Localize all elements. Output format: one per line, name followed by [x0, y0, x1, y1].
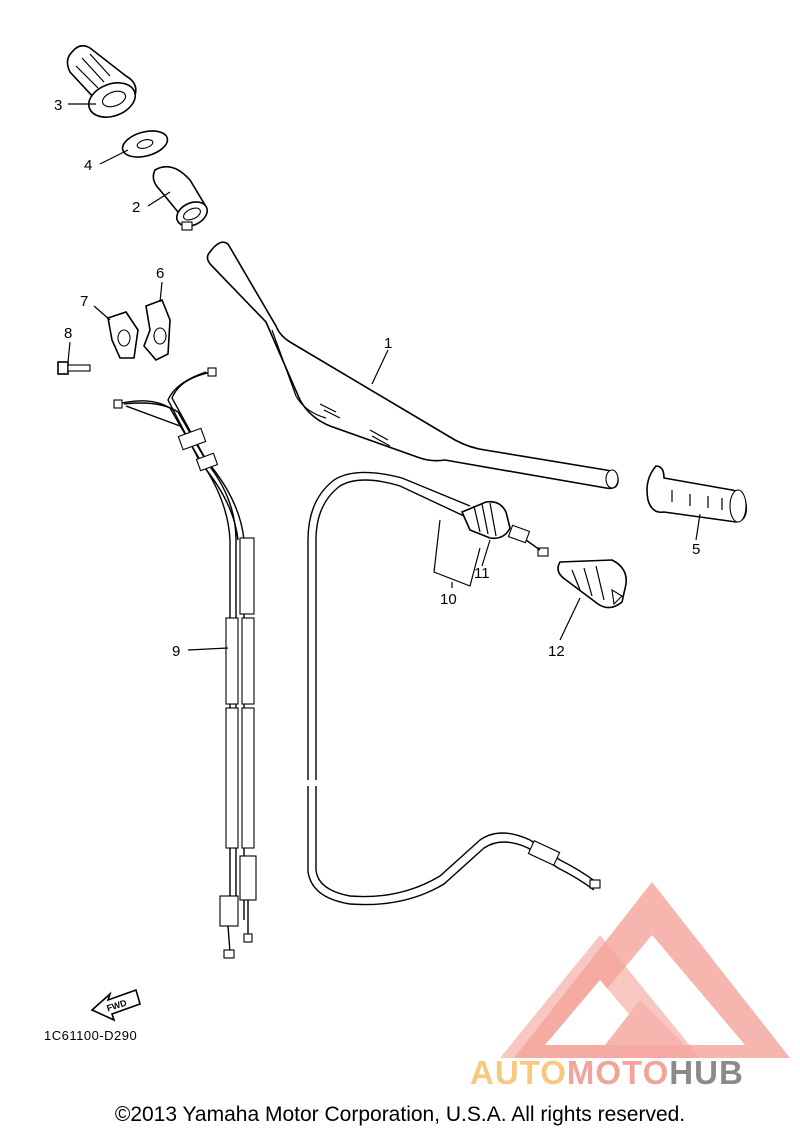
- callout-8: 8: [64, 325, 72, 342]
- copyright-notice: ©2013 Yamaha Motor Corporation, U.S.A. A…: [114, 1103, 686, 1126]
- callout-1: 1: [384, 335, 392, 352]
- brand-part-hub: HUB: [669, 1054, 744, 1091]
- callout-3: 3: [54, 97, 62, 114]
- callout-7: 7: [80, 293, 88, 310]
- handlebar-holder-upper-part[interactable]: [143, 298, 171, 361]
- lever-boot-part[interactable]: [557, 559, 628, 609]
- watermark-brand: AUTOMOTOHUB: [470, 1054, 744, 1092]
- callout-6: 6: [156, 265, 164, 282]
- left-grip-part[interactable]: [66, 44, 140, 123]
- brand-part-moto: MOTO: [566, 1054, 670, 1091]
- handlebar-holder-lower-part[interactable]: [107, 311, 139, 359]
- callout-11: 11: [474, 565, 490, 582]
- leader-lines: [67, 103, 701, 651]
- throttle-cable-part[interactable]: [113, 367, 257, 959]
- callout-4: 4: [84, 157, 92, 174]
- cable-adjuster-part[interactable]: [460, 500, 549, 557]
- fwd-arrow-icon: FWD: [90, 988, 141, 1022]
- callout-5: 5: [692, 541, 700, 558]
- washer-part[interactable]: [120, 126, 171, 161]
- throttle-grip-part[interactable]: [152, 165, 211, 231]
- callout-10: 10: [440, 591, 457, 608]
- callout-9: 9: [172, 643, 180, 660]
- diagram-code: 1C61100-D290: [44, 1028, 138, 1043]
- brand-part-auto: AUTO: [470, 1054, 567, 1091]
- right-grip-part[interactable]: [646, 465, 748, 523]
- callout-2: 2: [132, 199, 140, 216]
- watermark-logo-icon: [500, 882, 790, 1058]
- bolt-part[interactable]: [57, 361, 91, 375]
- clutch-cable-part[interactable]: [307, 471, 601, 906]
- handlebar-part[interactable]: [206, 241, 619, 490]
- callout-12: 12: [548, 643, 565, 660]
